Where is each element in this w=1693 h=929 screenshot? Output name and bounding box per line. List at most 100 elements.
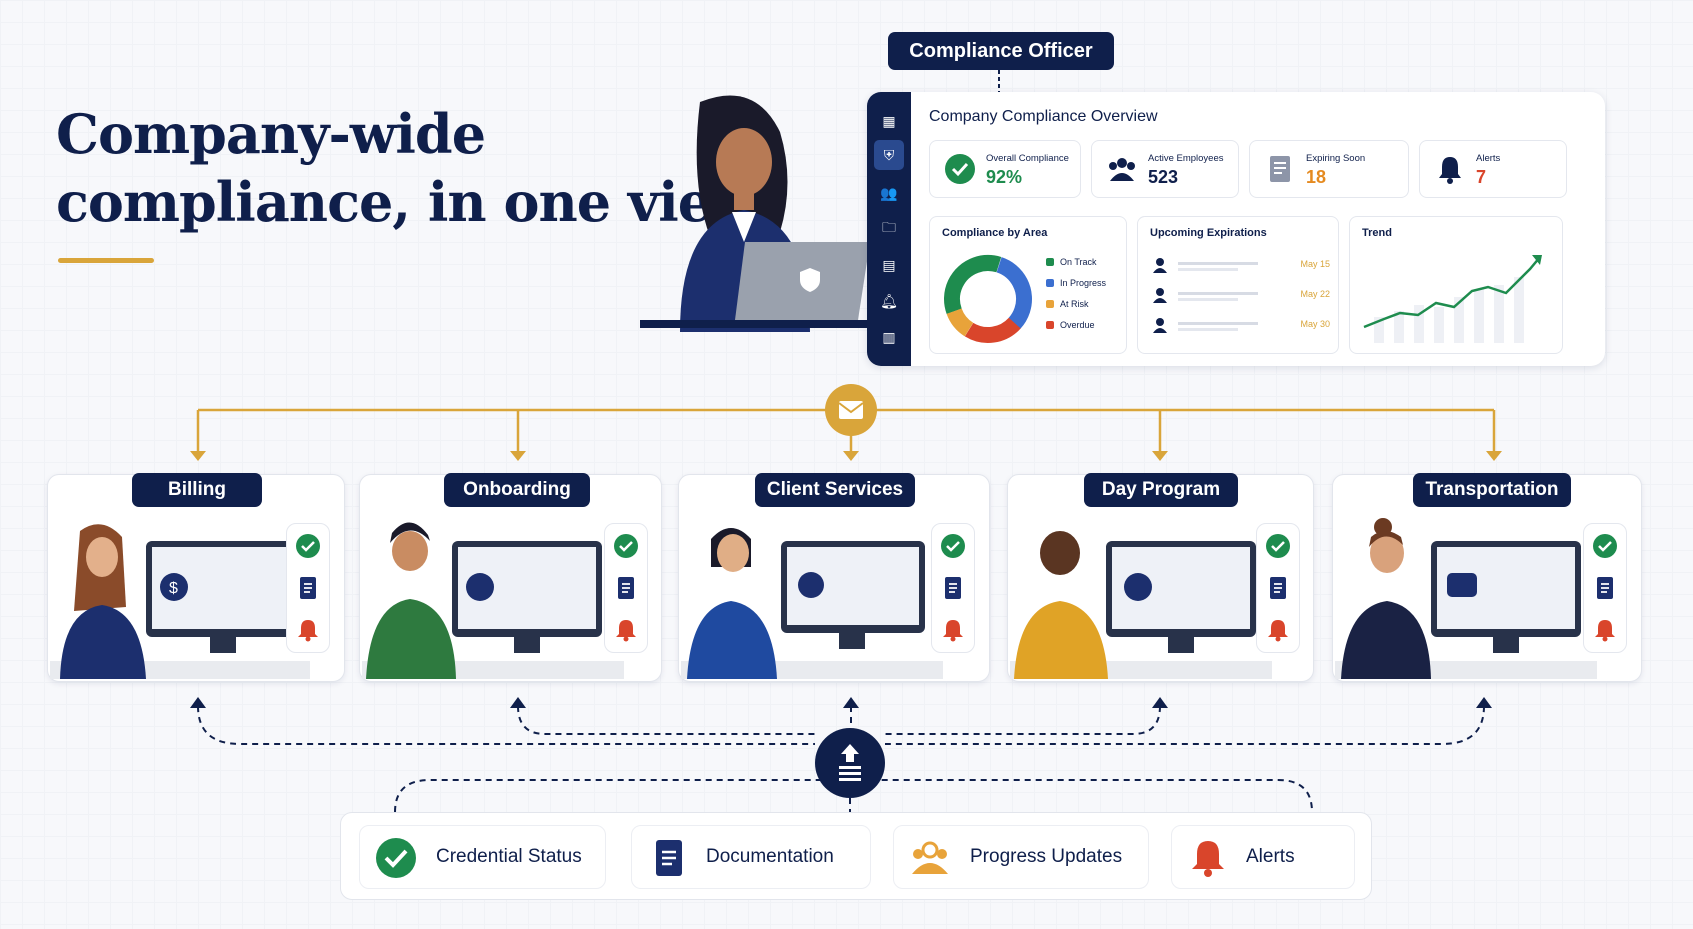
- dashboard-sidebar: ▦ ⛨ 👥 🗀 ▤ 🔔︎ ▥: [867, 92, 911, 366]
- person-icon: [1153, 258, 1167, 273]
- kpi-value: 523: [1148, 167, 1179, 187]
- donut-chart: [943, 255, 1032, 344]
- department-card-client-services[interactable]: Client Services: [678, 473, 990, 682]
- document-icon: [1270, 577, 1286, 599]
- legend-at-risk: At Risk: [1046, 299, 1089, 309]
- legend-alerts[interactable]: Alerts: [1171, 825, 1355, 889]
- kpi-label: Alerts: [1476, 153, 1501, 164]
- check-circle-icon: [941, 534, 965, 558]
- compliance-officer-illustration: [640, 95, 870, 332]
- check-circle-icon: [614, 534, 638, 558]
- grid-icon[interactable]: ▦: [882, 112, 896, 129]
- bell-icon: [298, 620, 318, 642]
- kpi-expiring-soon[interactable]: Expiring Soon 18: [1249, 140, 1409, 198]
- legend-credential-status[interactable]: Credential Status: [359, 825, 606, 889]
- document-icon: [618, 577, 634, 599]
- person-icon: [1153, 288, 1167, 303]
- bell-icon: [943, 620, 963, 642]
- compliance-officer-label: Compliance Officer: [888, 32, 1114, 70]
- legend-overdue: Overdue: [1046, 320, 1095, 330]
- kpi-label: Overall Compliance: [986, 153, 1069, 164]
- status-column: [286, 523, 330, 653]
- department-label: Billing: [132, 473, 262, 507]
- department-label: Transportation: [1413, 473, 1571, 507]
- kpi-label: Expiring Soon: [1306, 153, 1366, 164]
- legend-documentation[interactable]: Documentation: [631, 825, 871, 889]
- expiration-row[interactable]: May 15: [1152, 257, 1330, 277]
- bell-icon: [616, 620, 636, 642]
- legend-label: In Progress: [1060, 278, 1107, 288]
- bell-icon: [1268, 620, 1288, 642]
- department-card-day-program[interactable]: Day Program: [1007, 473, 1314, 682]
- document-list-icon: [1270, 156, 1290, 182]
- legend-label: On Track: [1060, 257, 1097, 267]
- page-headline: Company-wide compliance, in one view: [56, 100, 758, 236]
- kpi-value: 7: [1476, 167, 1487, 187]
- department-label: Client Services: [755, 473, 915, 507]
- kpi-value: 18: [1306, 167, 1327, 187]
- compliance-dashboard: ▦ ⛨ 👥 🗀 ▤ 🔔︎ ▥ Company Compliance Overvi…: [867, 92, 1605, 366]
- headline-line-1: Company-wide: [56, 102, 486, 166]
- onboarding-employee-illustration: [362, 522, 624, 679]
- kpi-value: 92%: [986, 167, 1023, 187]
- people-icon: [1109, 158, 1135, 181]
- day-program-employee-illustration: [1010, 531, 1272, 679]
- legend-label: Overdue: [1060, 320, 1095, 330]
- trend-chart: [1363, 255, 1542, 343]
- billing-employee-illustration: $: [50, 524, 310, 679]
- kpi-label: Active Employees: [1148, 153, 1224, 164]
- bell-icon[interactable]: 🔔︎: [880, 292, 898, 309]
- status-column: [931, 523, 975, 653]
- department-card-transportation[interactable]: Transportation: [1332, 473, 1642, 682]
- chart-icon[interactable]: ▥: [882, 328, 896, 345]
- legend-label: Alerts: [1246, 846, 1295, 867]
- svg-text:$: $: [169, 580, 178, 597]
- shield-icon[interactable]: ⛨: [874, 140, 904, 170]
- kpi-active-employees[interactable]: Active Employees 523: [1091, 140, 1239, 198]
- bell-icon: [1192, 841, 1224, 877]
- check-circle-icon: [296, 534, 320, 558]
- legend-label: Documentation: [706, 846, 834, 867]
- panel-title: Upcoming Expirations: [1150, 227, 1267, 239]
- dashboard-title: Company Compliance Overview: [929, 108, 1158, 125]
- headline-line-2: compliance, in one view: [56, 170, 758, 234]
- bell-icon: [1595, 620, 1615, 642]
- department-card-onboarding[interactable]: Onboarding: [359, 473, 662, 682]
- email-hub: [825, 384, 877, 436]
- check-circle-icon: [945, 154, 975, 184]
- legend-label: Credential Status: [436, 846, 582, 867]
- panel-title: Trend: [1362, 227, 1392, 239]
- headline-underline: [58, 258, 154, 263]
- document-icon: [1597, 577, 1613, 599]
- legend-in-progress: In Progress: [1046, 278, 1106, 288]
- upcoming-expirations-panel: Upcoming Expirations May 15 May 22 May 3…: [1137, 216, 1339, 354]
- legend-progress-updates[interactable]: Progress Updates: [893, 825, 1149, 889]
- document-icon: [300, 577, 316, 599]
- check-circle-icon: [1593, 534, 1617, 558]
- kpi-alerts[interactable]: Alerts 7: [1419, 140, 1567, 198]
- upload-hub: [815, 728, 885, 798]
- check-circle-icon: [376, 838, 416, 878]
- person-icon: [1153, 318, 1167, 333]
- expiration-date: May 15: [1300, 259, 1330, 269]
- legend-label: At Risk: [1060, 299, 1089, 309]
- document-icon: [945, 577, 961, 599]
- check-circle-icon: [1266, 534, 1290, 558]
- department-label: Onboarding: [444, 473, 590, 507]
- bell-icon: [1439, 157, 1461, 184]
- status-column: [1256, 523, 1300, 653]
- document-icon[interactable]: ▤: [882, 256, 896, 273]
- expiration-row[interactable]: May 22: [1152, 287, 1330, 307]
- folder-icon[interactable]: 🗀: [882, 219, 896, 235]
- expiration-row[interactable]: May 30: [1152, 317, 1330, 337]
- expiration-date: May 22: [1300, 289, 1330, 299]
- kpi-overall-compliance[interactable]: Overall Compliance 92%: [929, 140, 1081, 198]
- transportation-employee-illustration: [1335, 518, 1597, 679]
- legend-label: Progress Updates: [970, 846, 1123, 867]
- upload-list-icon: [839, 744, 861, 781]
- department-card-billing[interactable]: Billing $: [47, 473, 345, 682]
- users-icon[interactable]: 👥: [880, 184, 898, 201]
- people-icon: [912, 841, 948, 874]
- status-legend: Credential Status Documentation Progress…: [340, 812, 1372, 900]
- envelope-icon: [838, 401, 864, 419]
